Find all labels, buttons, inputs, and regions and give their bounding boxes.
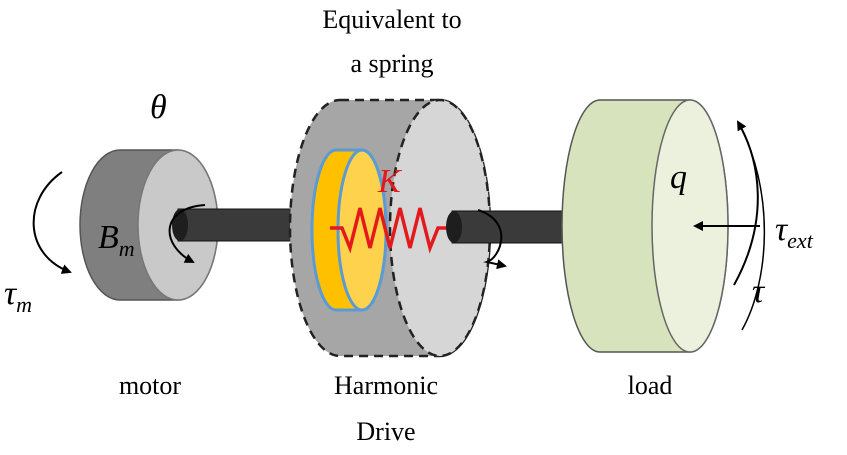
- motor-torque-symbol-sub: m: [16, 292, 32, 317]
- motor-damping-symbol-sub: m: [119, 236, 135, 261]
- drive-rotation-arrow: [477, 209, 507, 270]
- spring-stiffness-symbol: K: [377, 163, 403, 200]
- motor: [79, 149, 219, 301]
- motor-damping-symbol-base: B: [98, 219, 119, 256]
- load-shaft-end: [446, 211, 462, 243]
- motor-rotation-arrow: [168, 204, 206, 263]
- motor-torque-symbol-base: τ: [4, 275, 18, 312]
- title-line-1: Equivalent to: [322, 5, 461, 34]
- motor-damping-symbol: Bm: [98, 219, 135, 261]
- motor-torque-symbol: τm: [4, 275, 32, 317]
- motor-shaft-end: [172, 209, 188, 241]
- external-torque-symbol-sub: ext: [787, 228, 814, 253]
- load: [561, 99, 729, 353]
- harmonic-drive: [288, 98, 492, 358]
- external-torque-symbol-base: τ: [775, 211, 789, 248]
- load-label: load: [628, 371, 673, 400]
- harmonic-drive-label-line-2: Drive: [356, 417, 415, 446]
- load-angle-symbol: q: [670, 159, 687, 196]
- load-torque-symbol: τ: [752, 273, 766, 310]
- motor-angle-symbol: θ: [150, 89, 167, 126]
- harmonic-drive-label-line-1: Harmonic: [334, 371, 438, 400]
- external-torque-symbol: τext: [775, 211, 814, 253]
- spring: [330, 207, 452, 254]
- motor-label: motor: [119, 371, 181, 400]
- load-torque-arc: [737, 121, 766, 331]
- title-line-2: a spring: [350, 49, 433, 78]
- motor-torque-arrow: [32, 171, 72, 274]
- load-rotation-arrow: [733, 120, 759, 286]
